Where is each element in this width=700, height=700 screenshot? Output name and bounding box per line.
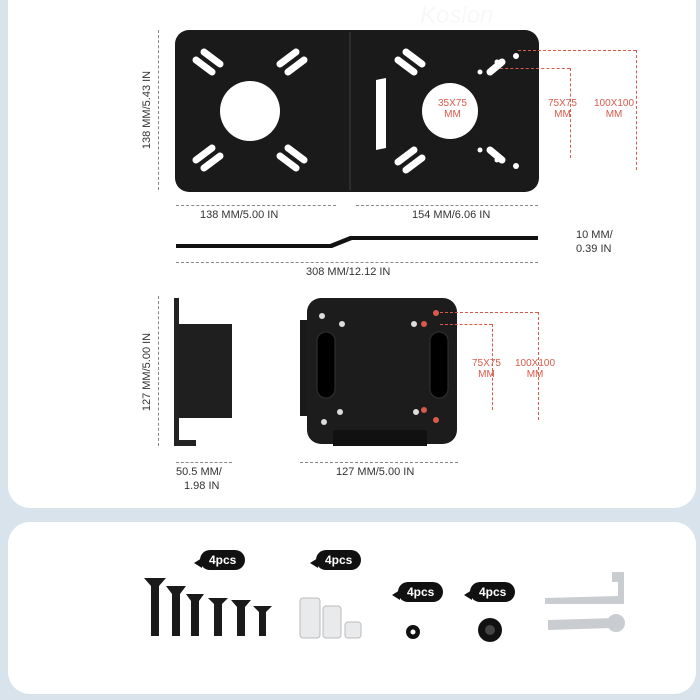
nut-illustration (478, 618, 502, 642)
bracket-height-label: 127 MM/5.00 IN (141, 332, 153, 412)
spacers-qty-badge: 4pcs (309, 550, 362, 570)
thickness-label-1: 10 MM/ (576, 229, 613, 241)
bracket-depth-label-2: 1.98 IN (184, 480, 220, 492)
watermark: Koslon (420, 2, 494, 29)
nuts-qty-badge: 4pcs (463, 582, 516, 602)
left-width-label: 138 MM/5.00 IN (200, 209, 279, 221)
bracket-width-label: 127 MM/5.00 IN (336, 466, 415, 478)
screws-qty-badge: 4pcs (193, 550, 246, 570)
screws-illustration (144, 578, 272, 636)
washers-qty-badge: 4pcs (391, 582, 444, 602)
thickness-label-2: 0.39 IN (576, 243, 612, 255)
spacers-illustration (299, 597, 362, 639)
right-width-label: 154 MM/6.06 IN (412, 209, 491, 221)
bracket-depth-label-1: 50.5 MM/ (176, 466, 222, 478)
plate-height-label: 138 MM/5.43 IN (141, 70, 153, 150)
tools-illustration (545, 572, 625, 632)
total-width-label: 308 MM/12.12 IN (306, 266, 391, 278)
